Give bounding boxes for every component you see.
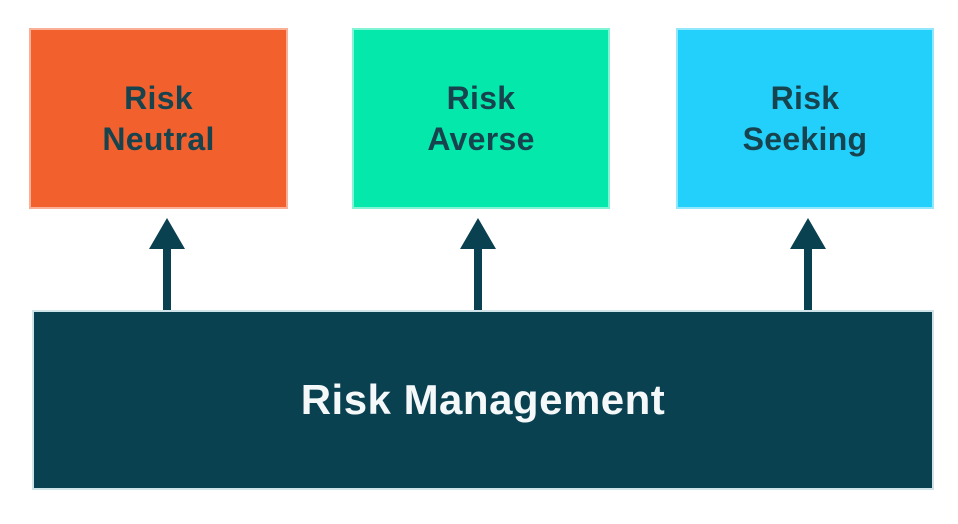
up-arrow-head-icon [460, 218, 496, 249]
up-arrow-to-risk-seeking [790, 218, 826, 310]
risk-seeking-label-line2: Seeking [742, 120, 868, 157]
up-arrow-head-icon [790, 218, 826, 249]
risk-averse-label-line2: Averse [427, 120, 535, 157]
risk-neutral-label-line2: Neutral [102, 120, 215, 157]
risk-seeking-label-line1: Risk [770, 79, 840, 116]
risk-neutral-label-line1: Risk [124, 79, 193, 116]
up-arrow-head-icon [149, 218, 185, 249]
risk-seeking-label: Risk Seeking [743, 78, 868, 160]
risk-averse-box: Risk Averse [352, 28, 610, 209]
risk-neutral-label: Risk Neutral [102, 78, 214, 160]
risk-seeking-box: Risk Seeking [676, 28, 934, 209]
up-arrow-stem [804, 248, 812, 310]
risk-averse-label: Risk Averse [427, 78, 534, 160]
risk-neutral-box: Risk Neutral [29, 28, 288, 209]
up-arrow-stem [474, 248, 482, 310]
up-arrow-stem [163, 248, 171, 310]
risk-averse-label-line1: Risk [446, 79, 516, 116]
up-arrow-to-risk-averse [460, 218, 496, 310]
up-arrow-to-risk-neutral [149, 218, 185, 310]
risk-management-title: Risk Management [300, 376, 666, 423]
risk-management-bar: Risk Management [32, 310, 934, 490]
